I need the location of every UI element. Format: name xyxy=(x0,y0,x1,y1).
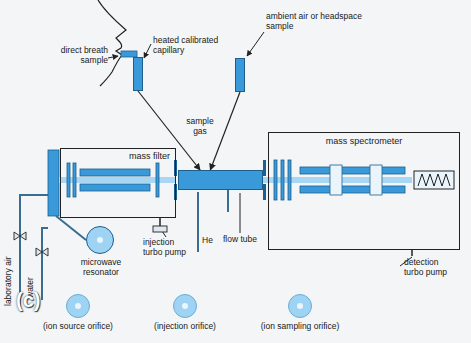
quadrupole-mass-filter xyxy=(156,163,159,197)
sample-label: direct breath sample xyxy=(46,46,108,66)
vacuum-chamber: mass filter xyxy=(60,148,176,218)
orifice-hole xyxy=(75,303,81,309)
quadrupole-mass-filter xyxy=(80,184,150,191)
ion-source xyxy=(48,150,86,240)
microwave-resonator: microwave resonator xyxy=(86,226,114,254)
detection-turbo-pump xyxy=(412,250,413,256)
flow-label: sample gas xyxy=(183,117,217,137)
flow-tube: flow tube xyxy=(178,170,263,190)
component-label: mass spectrometer xyxy=(274,136,454,146)
component-label: microwave resonator xyxy=(73,258,129,278)
capillary: heated calibrated capillary xyxy=(133,57,143,91)
valve-symbol xyxy=(36,248,48,256)
orifice-hole xyxy=(182,303,188,309)
quadrupole-mass-spectrometer xyxy=(300,167,405,174)
quadrupole-mass-spectrometer xyxy=(281,160,284,200)
valve-symbol xyxy=(14,232,48,256)
quadrupole-mass-filter xyxy=(67,163,159,197)
vacuum-chamber: mass spectrometer xyxy=(268,132,460,250)
component-label: mass filter xyxy=(66,151,170,161)
ion-source xyxy=(48,150,59,216)
face-profile xyxy=(98,0,126,86)
detection-turbo-pump xyxy=(411,250,413,256)
capillary: ambient air or headspace sample xyxy=(235,58,245,92)
helium-inlet xyxy=(227,190,229,212)
quadrupole-mass-filter xyxy=(67,163,70,197)
detector xyxy=(414,171,454,189)
orifice-disc: (injection orifice) xyxy=(173,294,197,318)
quadrupole-mass-spectrometer xyxy=(330,165,342,195)
quadrupole-mass-spectrometer xyxy=(300,186,405,193)
helium-inlet xyxy=(197,192,199,252)
injection-turbo-pump xyxy=(153,226,167,232)
sample-flow-arrow xyxy=(210,92,240,170)
injection-turbo-pump xyxy=(153,218,167,232)
detector xyxy=(418,174,450,186)
orifice-plate xyxy=(263,184,266,200)
pump-label: detection turbo pump xyxy=(404,258,456,278)
panel-letter: (c) xyxy=(16,289,56,312)
quadrupole-mass-spectrometer xyxy=(274,160,277,200)
orifice-disc: (ion sampling orifice) xyxy=(288,294,312,318)
component-label: (ion sampling orifice) xyxy=(261,322,339,332)
gas-label: He xyxy=(202,236,218,246)
ion-source xyxy=(56,216,86,240)
orifice-hole xyxy=(97,237,103,243)
component-label: ambient air or headspace sample xyxy=(266,12,362,32)
component-label: flow tube xyxy=(223,235,267,245)
leader-lines xyxy=(108,56,118,58)
pump-label: injection turbo pump xyxy=(143,238,187,258)
orifice-hole xyxy=(297,303,303,309)
leader-lines xyxy=(240,193,241,233)
leader-lines xyxy=(144,44,151,58)
orifice-plate xyxy=(263,160,266,176)
component-label: heated calibrated capillary xyxy=(153,36,235,56)
supply-label: laboratory air xyxy=(4,256,14,306)
leader-lines xyxy=(247,32,264,56)
component-label: (injection orifice) xyxy=(154,322,216,332)
laboratory-air-line xyxy=(42,228,48,300)
quadrupole-mass-spectrometer xyxy=(288,160,291,200)
quadrupole-mass-spectrometer xyxy=(274,160,405,200)
orifice-disc: (ion source orifice) xyxy=(66,294,90,318)
orifice-plate xyxy=(174,160,266,200)
quadrupole-mass-filter xyxy=(73,163,76,197)
quadrupole-mass-filter xyxy=(80,169,150,176)
detector xyxy=(414,171,454,189)
leader-lines xyxy=(108,32,412,266)
valve-symbol xyxy=(14,232,26,240)
quadrupole-mass-spectrometer xyxy=(370,165,382,195)
face-profile xyxy=(98,0,126,86)
component-label: (ion source orifice) xyxy=(43,322,113,332)
